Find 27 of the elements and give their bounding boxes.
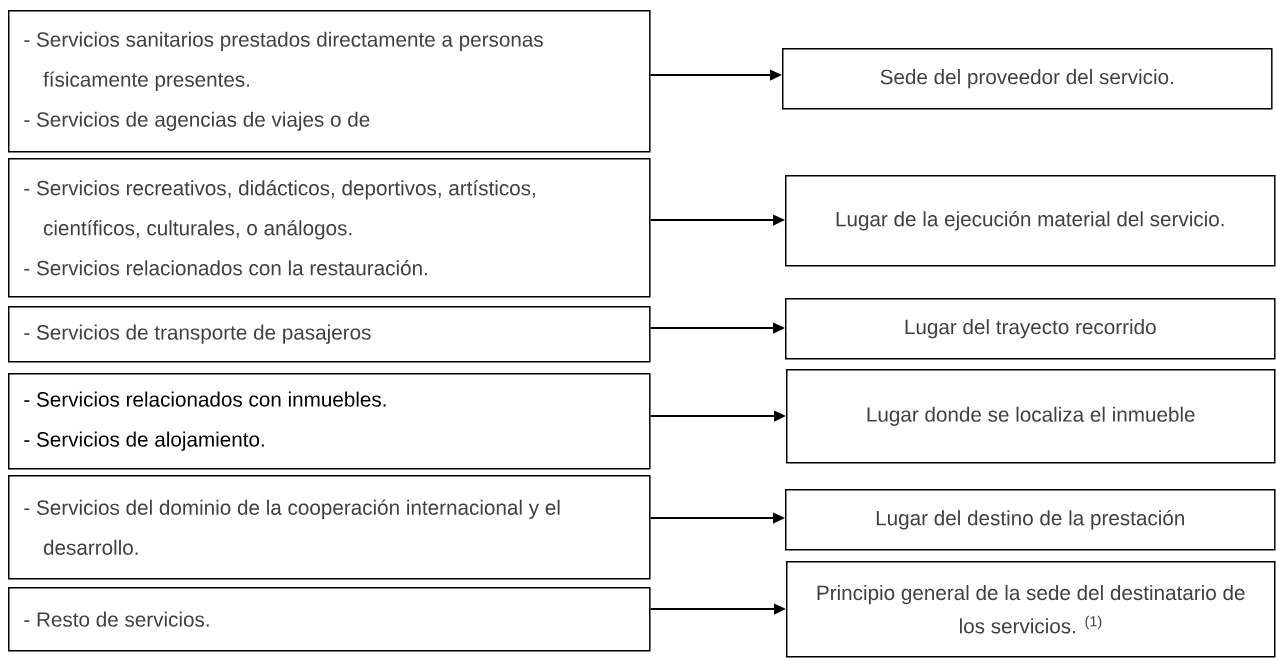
place-box [785, 175, 1276, 267]
box-label: Lugar de la ejecución material del servicio. [836, 211, 1224, 231]
bullet-item: - Resto de servicios. [24, 611, 209, 627]
place-box [785, 298, 1276, 360]
box-label: Sede del proveedor del servicio. [880, 69, 1173, 89]
box-label: Principio general de la sede del destinatario de los servicios. $^{(1)}$ [817, 584, 1245, 634]
box-label: Lugar del destino de la prestación [876, 510, 1184, 530]
bullet-item: - Servicios de alojamiento. [24, 431, 264, 451]
place-box [786, 561, 1276, 658]
box-label: Lugar donde se localiza el inmueble [867, 406, 1195, 426]
bullet-item: - Servicios relacionados con la restauración. [24, 260, 427, 276]
service-box [8, 158, 651, 298]
bullet-item: - Servicios del dominio de la cooperación internacional y el desarrollo. [24, 499, 560, 555]
bullet-item: - Servicios recreativos, didácticos, deportivos, artísticos, científicos, culturales, o análogos. [24, 180, 535, 240]
service-box [8, 306, 651, 363]
bullet-item: - Servicios sanitarios prestados directamente a personas físicamente presentes. [24, 31, 543, 91]
bullet-item: - Servicios relacionados con inmuebles. [24, 391, 386, 407]
service-box [8, 587, 651, 652]
bullet-item: - Servicios de agencias de viajes o de [24, 111, 370, 131]
place-box [786, 369, 1276, 464]
box-label: Lugar del trayecto recorrido [905, 319, 1156, 339]
service-box [8, 475, 651, 580]
place-box [785, 489, 1276, 551]
bullet-item: - Servicios de transporte de pasajeros [24, 324, 371, 344]
place-box [782, 48, 1273, 110]
service-box [8, 373, 651, 470]
service-box [8, 10, 651, 153]
